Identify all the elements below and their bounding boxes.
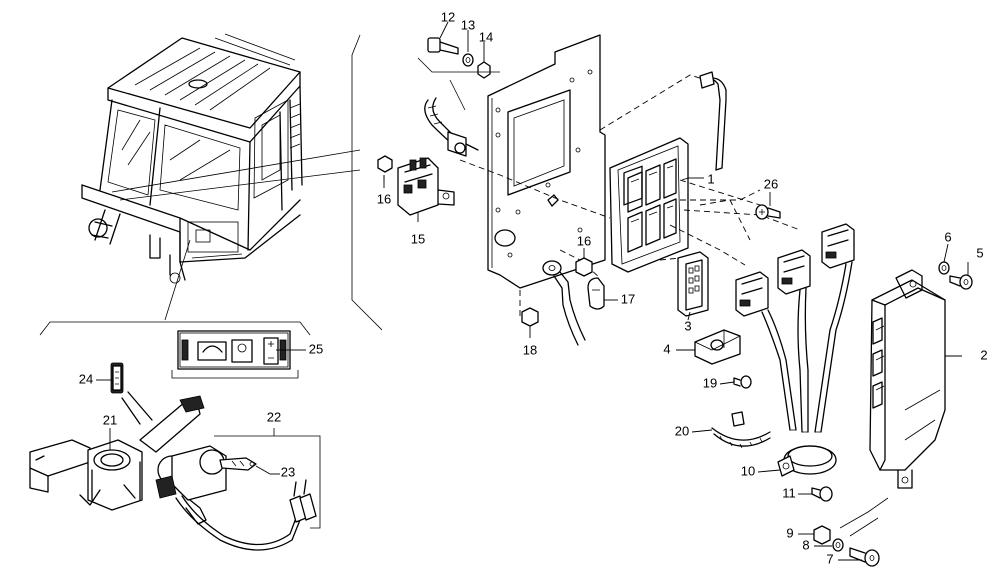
callout-16-left: 16 [377,191,391,206]
assembly-lines [459,74,801,320]
screw-guide [839,497,889,529]
callout-9: 9 [786,525,793,540]
retainer-4 [694,329,741,365]
terminal-boot-17 [587,277,605,310]
callout-17: 17 [621,291,635,306]
washer-13 [462,53,474,67]
ignition-switch-22 [155,445,317,551]
bracket-22 [214,435,321,529]
cable-tie-20 [711,411,771,449]
screw-11 [811,486,833,502]
leader-lines [96,21,969,561]
callout-7: 7 [826,551,833,566]
washer-6 [938,261,950,275]
callout-2: 2 [980,347,987,362]
callout-25: 25 [309,341,323,356]
callout-3: 3 [684,318,691,333]
plug-connectors [735,223,855,433]
mounting-plate [487,34,606,289]
callout-8: 8 [802,537,809,552]
separator-line [351,34,383,331]
switch-15 [397,157,455,216]
clamp-10 [777,445,837,477]
nut-16-right [575,257,593,277]
tractor-cab [81,33,361,321]
harness-cable-top [699,71,727,171]
callout-14: 14 [479,29,493,44]
callout-16-right: 16 [577,233,591,248]
callout-24: 24 [79,371,93,386]
bolt-12 [427,37,459,55]
stalk-switch-21 [29,391,205,511]
screw-5 [949,274,973,290]
cable-gland [424,97,479,157]
ring-terminal-cable [542,260,586,346]
connector-3 [677,251,709,317]
screw-7 [849,547,880,567]
callout-1: 1 [707,171,714,186]
callout-19: 19 [703,375,717,390]
nut-18 [521,307,539,327]
callout-11: 11 [782,485,796,500]
callout-26: 26 [764,176,778,191]
cover-2 [869,269,946,489]
nut-14 [477,61,491,79]
nut-9 [813,525,831,545]
decal-25 [177,330,291,370]
callout-22: 22 [267,409,281,424]
screw-19 [733,375,752,389]
callout-12: 12 [441,9,455,24]
callout-23: 23 [281,464,295,479]
callout-15: 15 [411,231,425,246]
detail-bracket [39,321,311,336]
callout-18: 18 [523,342,537,357]
callout-10: 10 [741,463,755,478]
callout-4: 4 [663,341,670,356]
label-24 [110,362,124,394]
washer-8 [832,538,844,552]
bolt-guide [417,57,500,73]
callout-5: 5 [976,245,983,260]
callout-21: 21 [103,412,117,427]
decal-bracket [171,370,299,379]
screw-26 [755,204,781,220]
nut-16-left [377,155,393,173]
callout-6: 6 [944,229,951,244]
bolt-guide-2 [449,79,466,111]
callout-20: 20 [675,423,689,438]
connector-housing-frame [609,137,689,273]
callout-13: 13 [461,17,475,32]
